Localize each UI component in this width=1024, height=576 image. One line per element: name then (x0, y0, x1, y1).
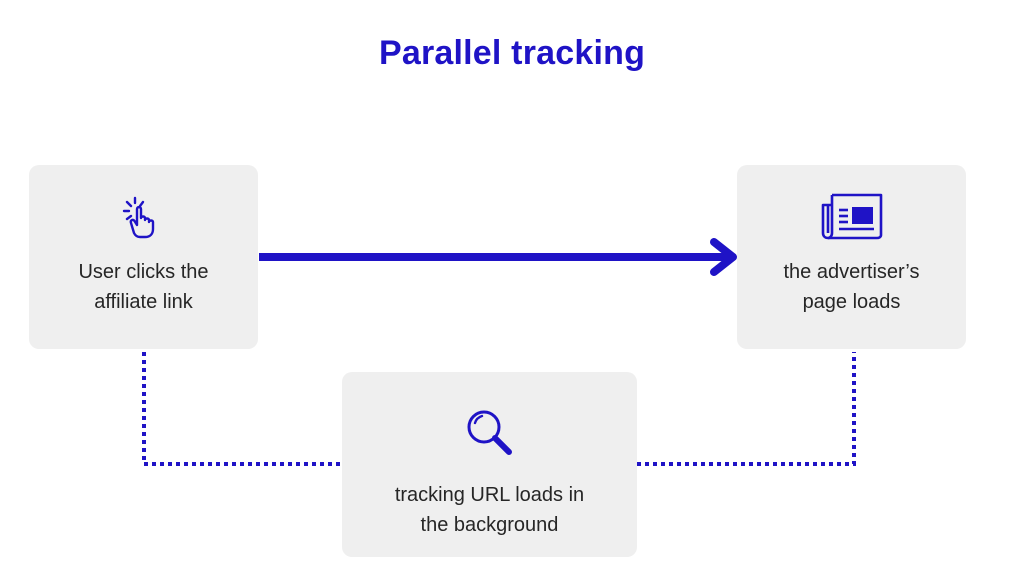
newspaper-icon (819, 191, 885, 241)
node-advertiser-label-line2: page loads (802, 291, 901, 313)
node-advertiser-label: the advertiser’s page loads (784, 257, 920, 317)
node-tracking-url: tracking URL loads in the background (342, 372, 637, 557)
node-user-click: User clicks the affiliate link (29, 165, 258, 349)
node-tracking-label-line1: tracking URL loads in (394, 484, 585, 506)
node-tracking-label: tracking URL loads in the background (395, 480, 584, 540)
main-arrow-head (710, 238, 737, 276)
node-advertiser-label-line1: the advertiser’s (783, 261, 920, 283)
node-user-label: User clicks the affiliate link (78, 257, 208, 317)
magnifier-icon (463, 406, 517, 460)
diagram-title: Parallel tracking (378, 34, 646, 72)
node-advertiser-page: the advertiser’s page loads (737, 165, 966, 349)
dotted-connector-left (142, 352, 342, 466)
node-tracking-label-line2: the background (420, 514, 559, 536)
dotted-connector-right (637, 352, 856, 466)
node-user-label-line2: affiliate link (94, 291, 193, 313)
node-user-label-line1: User clicks the (78, 261, 209, 283)
pointer-click-icon (119, 191, 169, 241)
